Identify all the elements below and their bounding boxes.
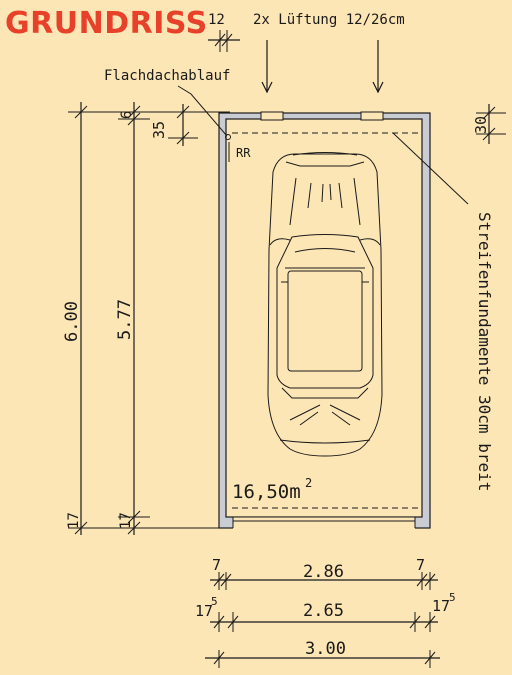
foundation-leader — [392, 132, 469, 205]
dimension-30: 30 — [472, 116, 490, 134]
dimension-7-right: 7 — [416, 556, 425, 574]
drain-leader — [177, 85, 231, 162]
foundation-label: Streifenfundamente 30cm breit — [475, 212, 494, 491]
dimension-17-5-left-sup: 5 — [211, 595, 218, 608]
foundation-line — [232, 132, 418, 509]
dimension-17-5-left: 17 — [195, 602, 213, 620]
drain-label: Flachdachablauf — [104, 68, 230, 84]
rr-label: RR — [236, 146, 251, 160]
dimension-35: 35 — [150, 121, 168, 139]
wall-thickness-label: 12 — [208, 12, 225, 28]
dimension-3-00: 3.00 — [305, 639, 346, 659]
dimension-17-5-right-sup: 5 — [449, 591, 456, 604]
dimension-2-86: 2.86 — [303, 562, 344, 582]
page-title: GRUNDRISS — [5, 6, 208, 41]
horizontal-dimension-lines — [205, 572, 440, 668]
dimension-6-00: 6.00 — [62, 301, 82, 342]
ventilation-arrows — [261, 40, 384, 94]
dimension-5-77: 5.77 — [115, 299, 135, 340]
garage-walls — [218, 111, 431, 529]
dimension-17-left: 17 — [66, 512, 82, 529]
wall-thickness-dimension — [208, 30, 240, 52]
vertical-dimension-lines — [68, 102, 506, 535]
area-label: 16,50m — [232, 481, 301, 503]
dimension-17-5-right: 17 — [432, 597, 450, 615]
dimension-2-65: 2.65 — [303, 601, 344, 621]
dimension-17-right: 17 — [118, 512, 134, 529]
ventilation-label: 2x Lüftung 12/26cm — [253, 12, 405, 28]
dimension-6: 6 — [119, 111, 135, 119]
dimension-7-left: 7 — [212, 556, 221, 574]
car-outline — [267, 152, 383, 457]
area-superscript: 2 — [305, 476, 312, 490]
